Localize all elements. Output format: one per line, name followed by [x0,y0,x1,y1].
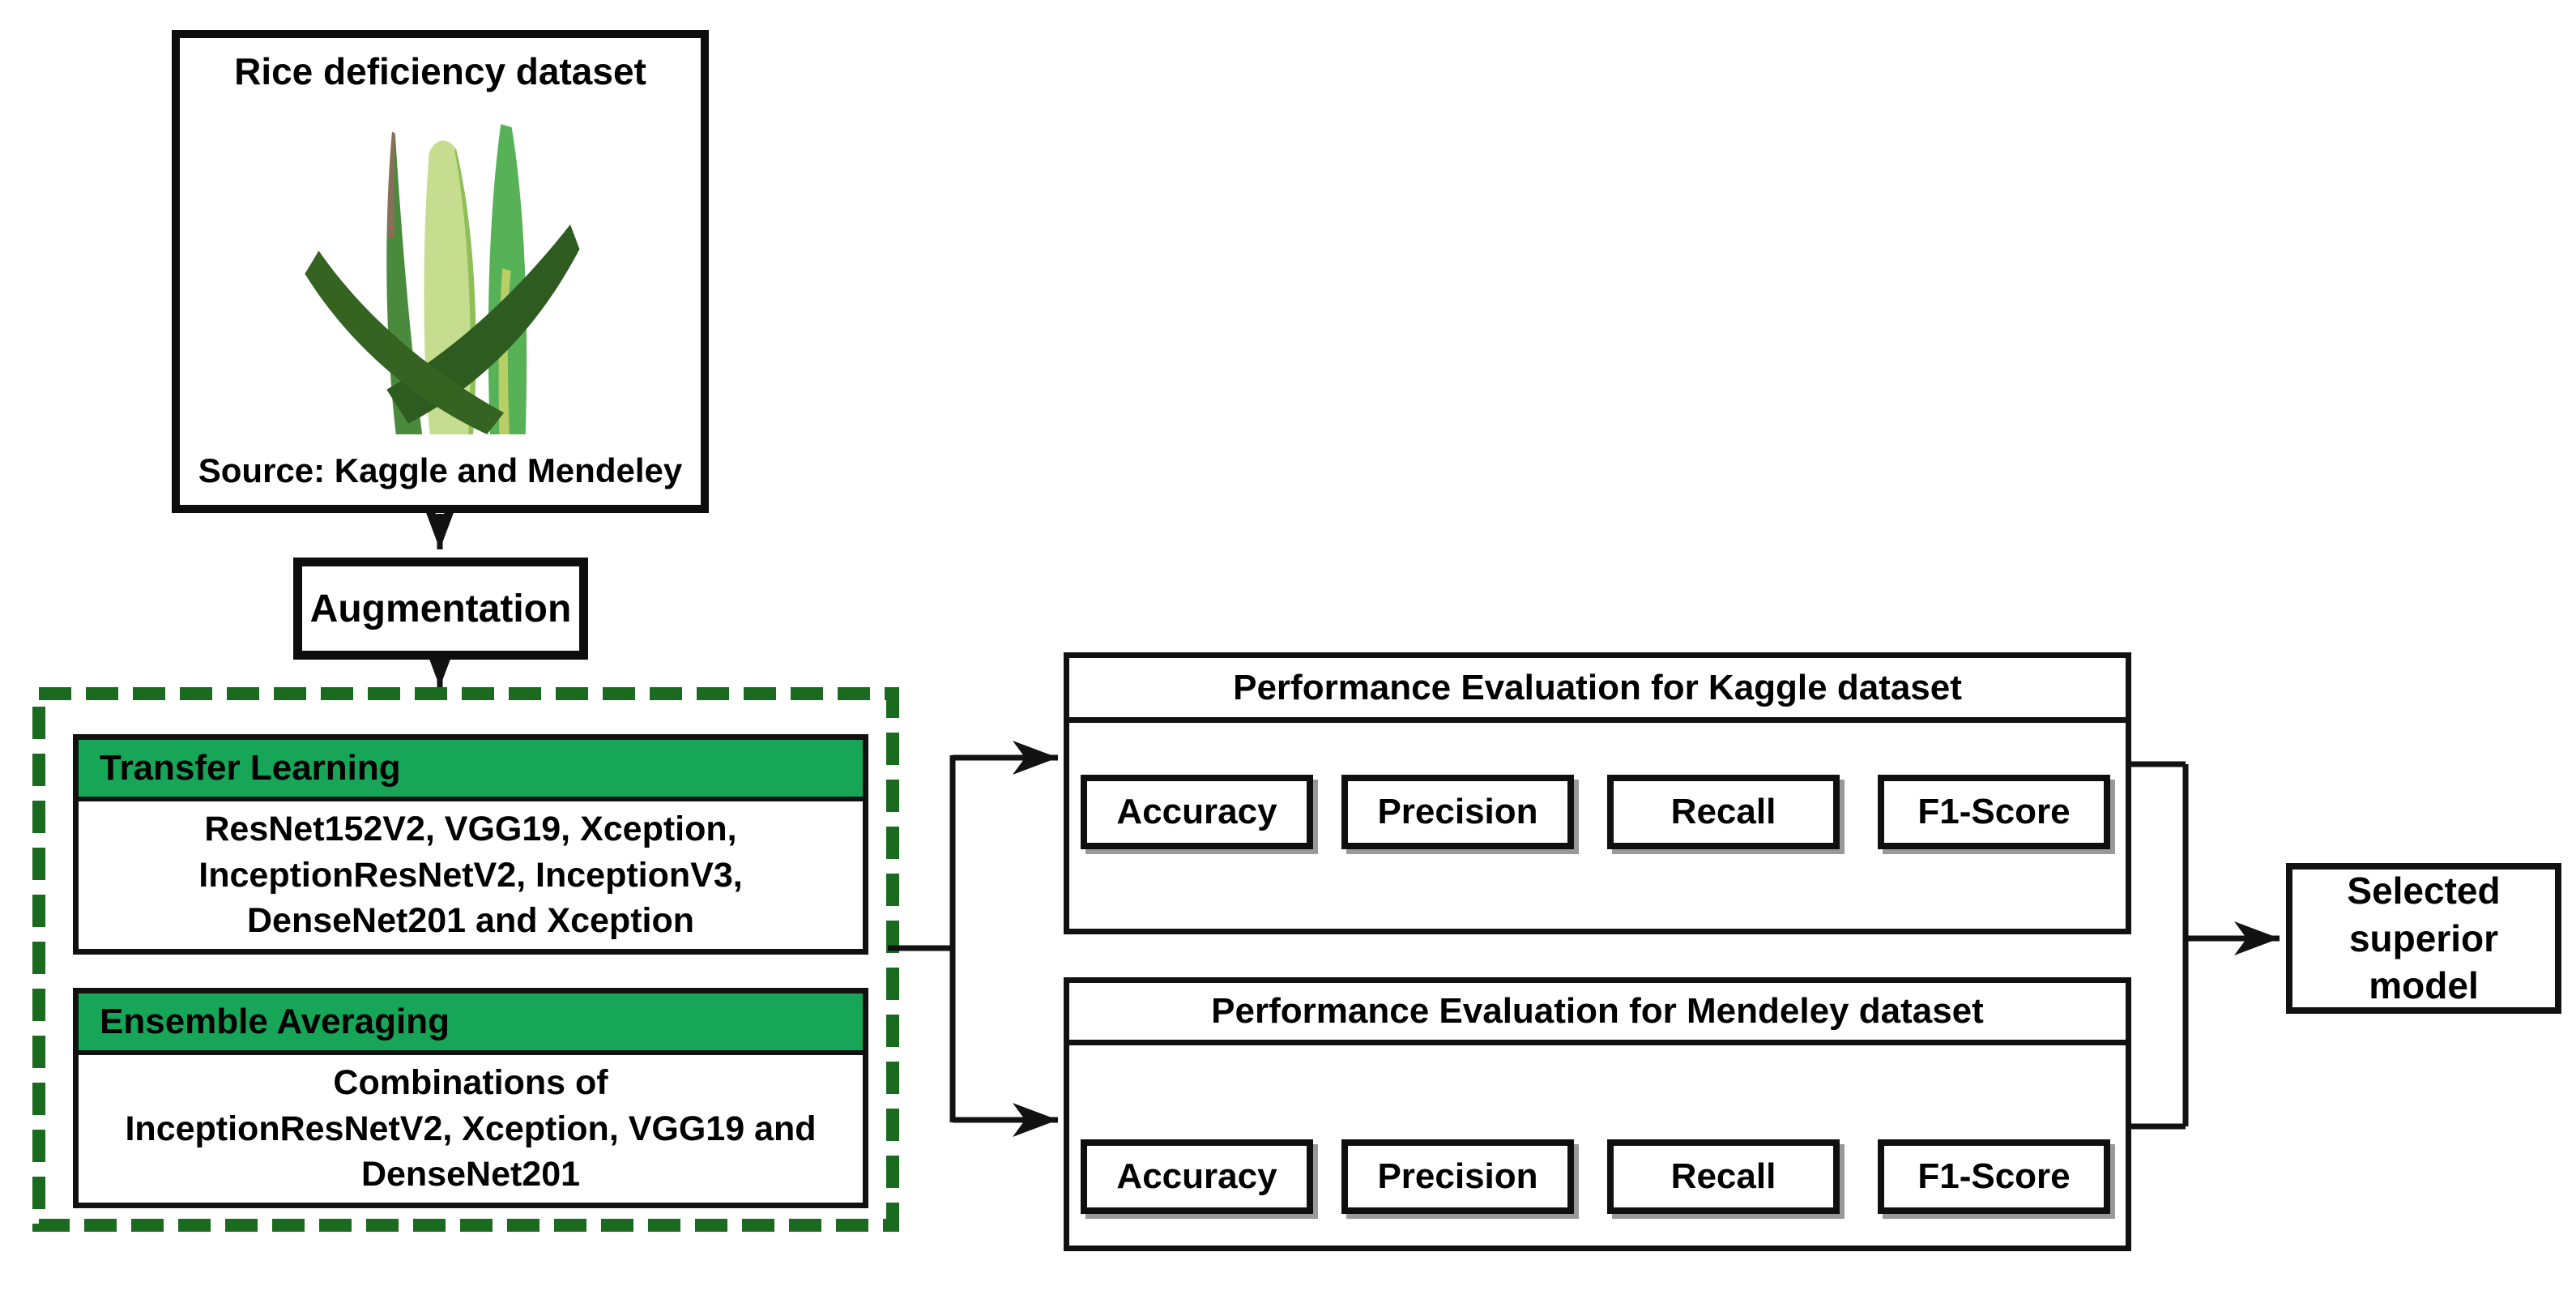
metric-box-recall: Recall [1607,775,1840,849]
performance-panel-kaggle: Performance Evaluation for Kaggle datase… [1064,652,2131,934]
dataset-box: Rice deficiency dataset Source: Kaggle a… [172,30,709,513]
metric-box-precision: Precision [1341,1139,1574,1214]
result-line: superior [2348,917,2499,959]
result-line: model [2369,964,2479,1007]
model-list-line: InceptionResNetV2, Xception, VGG19 and [125,1109,817,1148]
model-list-line: InceptionResNetV2, InceptionV3, [198,855,743,895]
ensemble-averaging-box: Ensemble Averaging Combinations of Incep… [73,988,868,1208]
rice-leaf-dark [304,250,504,434]
ensemble-averaging-models: Combinations of InceptionResNetV2, Xcept… [79,1055,863,1203]
rice-plant-image [304,124,579,434]
rice-leaf-dark [386,224,579,424]
augmentation-box: Augmentation [293,558,588,660]
metric-box-accuracy: Accuracy [1081,1139,1313,1214]
transfer-learning-header: Transfer Learning [79,740,863,801]
model-list-line: DenseNet201 and Xception [246,901,694,941]
metric-box-accuracy: Accuracy [1081,775,1313,849]
result-line: Selected [2347,869,2501,912]
model-list-line: ResNet152V2, VGG19, Xception, [204,809,737,848]
performance-panel-mendeley: Performance Evaluation for Mendeley data… [1064,977,2131,1251]
dataset-title: Rice deficiency dataset [234,50,646,92]
metric-box-f1-score: F1-Score [1878,775,2110,849]
performance-panel-kaggle-title: Performance Evaluation for Kaggle datase… [1069,658,2126,723]
model-list-line: Combinations of [333,1062,608,1102]
selected-superior-model-box: Selected superior model [2286,863,2561,1014]
rice-leaf-tip [386,131,395,238]
augmentation-label: Augmentation [309,587,572,630]
transfer-learning-models: ResNet152V2, VGG19, Xception, InceptionR… [79,801,863,949]
ensemble-averaging-header: Ensemble Averaging [79,993,863,1055]
model-list-line: DenseNet201 [360,1155,581,1194]
performance-panel-mendeley-title: Performance Evaluation for Mendeley data… [1069,983,2126,1045]
transfer-learning-box: Transfer Learning ResNet152V2, VGG19, Xc… [73,734,868,955]
metric-box-precision: Precision [1341,775,1574,849]
metric-box-f1-score: F1-Score [1878,1139,2110,1214]
dataset-source-label: Source: Kaggle and Mendeley [198,451,683,489]
metric-box-recall: Recall [1607,1139,1840,1214]
